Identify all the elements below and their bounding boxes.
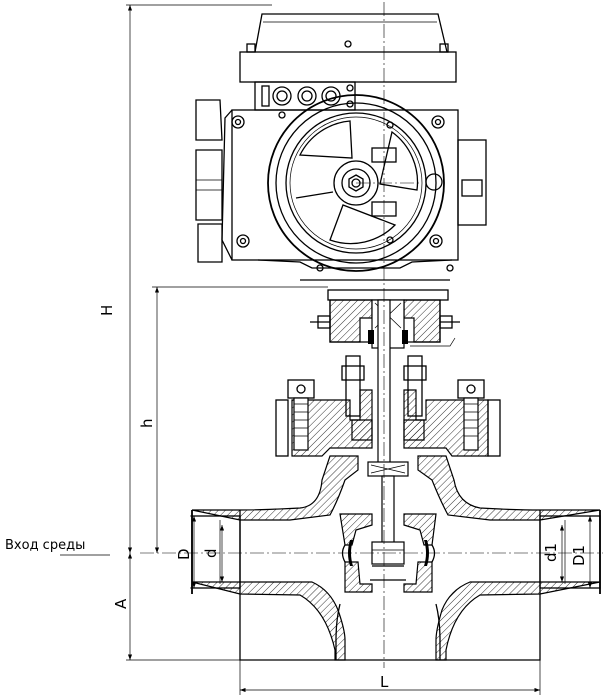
dimension-labels: Вход среды H h A D d d1 D1 L — [5, 305, 588, 691]
center-lines — [140, 2, 603, 668]
label-d1: d1 — [542, 543, 560, 562]
label-h: h — [138, 418, 156, 428]
label-D: D — [175, 548, 193, 560]
dimension-lines — [60, 4, 593, 695]
label-L: L — [380, 673, 389, 691]
valve-bonnet — [275, 355, 501, 457]
label-d: d — [202, 548, 220, 558]
label-A: A — [112, 598, 130, 609]
electric-actuator — [195, 13, 487, 281]
label-D1: D1 — [570, 545, 588, 566]
inlet-label: Вход среды — [5, 538, 85, 553]
label-H: H — [98, 305, 116, 316]
